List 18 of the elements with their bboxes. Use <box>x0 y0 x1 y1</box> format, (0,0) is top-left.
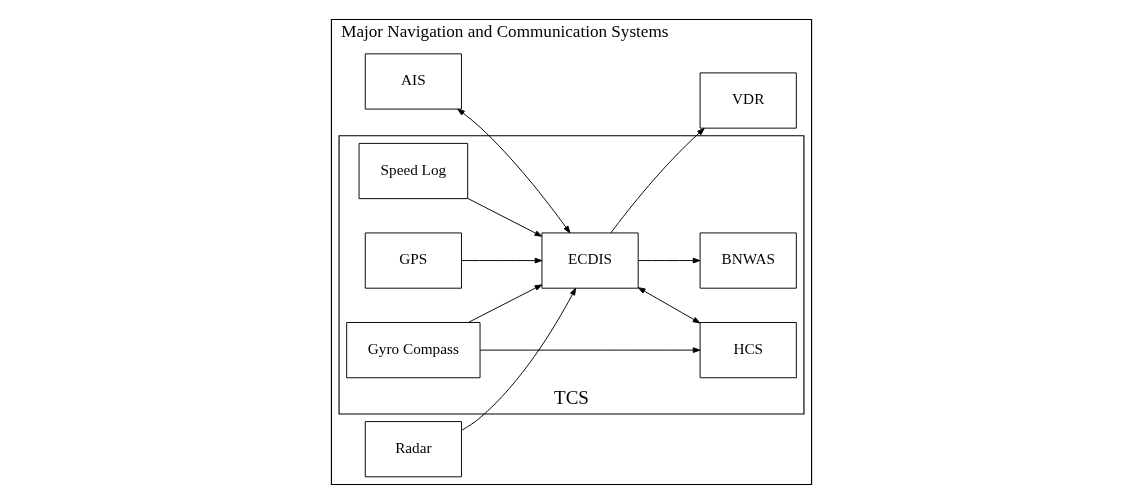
arrow <box>460 287 576 431</box>
arrow <box>456 108 570 234</box>
arrow <box>479 347 700 353</box>
node-box: Gyro Compass <box>345 322 481 379</box>
arrow <box>637 287 700 324</box>
arrow <box>460 257 542 264</box>
node-box: Speed Log <box>358 142 468 200</box>
node-box: HCS <box>699 322 797 379</box>
node-box: Radar <box>364 421 462 478</box>
node-box: BNWAS <box>699 232 797 289</box>
arrow <box>467 284 542 323</box>
node-box: AIS <box>364 53 462 110</box>
arrow <box>466 197 542 237</box>
node-box: GPS <box>364 232 462 289</box>
arrow <box>637 257 700 264</box>
node-box: ECDIS <box>541 232 639 289</box>
arrow <box>610 128 705 234</box>
node-box: VDR <box>699 72 797 129</box>
